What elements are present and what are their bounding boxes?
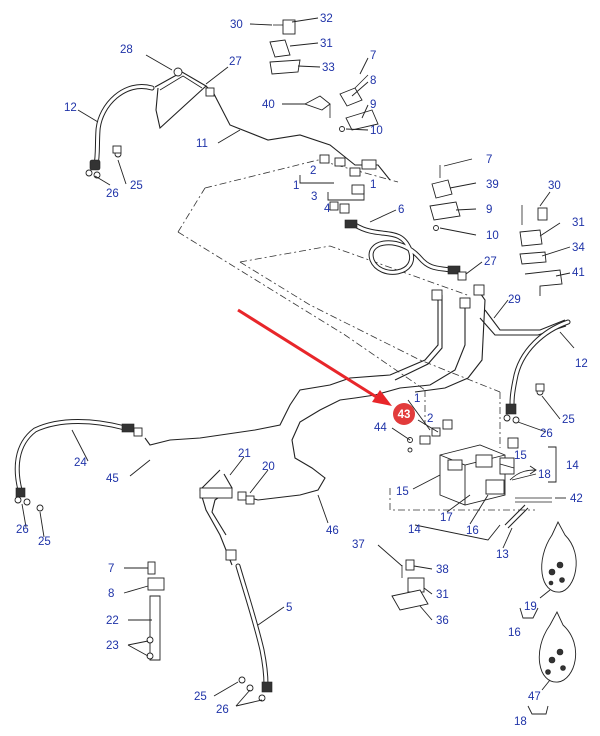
part-label[interactable]: 23 <box>106 640 119 652</box>
part-label[interactable]: 46 <box>326 525 339 537</box>
part-label[interactable]: 18 <box>538 469 551 481</box>
clamp-group-bottom-middle <box>391 559 429 611</box>
part-label[interactable]: 6 <box>398 204 404 216</box>
hose-6-coiled <box>344 219 467 281</box>
part-label[interactable]: 45 <box>106 473 119 485</box>
part-label[interactable]: 26 <box>540 428 553 440</box>
part-label[interactable]: 32 <box>320 13 333 25</box>
part-label[interactable]: 30 <box>230 19 243 31</box>
part-label[interactable]: 14 <box>408 524 421 536</box>
valve-block-assembly <box>407 419 552 529</box>
part-label[interactable]: 8 <box>108 588 114 600</box>
part-label[interactable]: 14 <box>566 460 579 472</box>
part-label[interactable]: 44 <box>374 422 387 434</box>
clamp-group-top <box>269 19 379 132</box>
part-label[interactable]: 13 <box>496 549 509 561</box>
part-label[interactable]: 20 <box>262 461 275 473</box>
fittings-group-1-4 <box>299 154 377 214</box>
part-label[interactable]: 10 <box>370 125 383 137</box>
part-label[interactable]: 3 <box>311 191 317 203</box>
part-label[interactable]: 39 <box>486 179 499 191</box>
part-label[interactable]: 26 <box>106 188 119 200</box>
kit-bag-19 <box>541 520 577 593</box>
part-label[interactable]: 16 <box>466 525 479 537</box>
part-label[interactable]: 12 <box>575 358 588 370</box>
part-label[interactable]: 19 <box>524 601 537 613</box>
part-label[interactable]: 1 <box>414 393 420 405</box>
part-label[interactable]: 15 <box>514 450 527 462</box>
pipe-21-hose-5 <box>199 469 273 702</box>
part-label[interactable]: 41 <box>572 267 585 279</box>
clamp-group-right-lower <box>519 205 563 296</box>
part-label[interactable]: 34 <box>572 242 585 254</box>
part-label[interactable]: 7 <box>486 154 492 166</box>
part-label[interactable]: 16 <box>508 627 521 639</box>
part-label[interactable]: 7 <box>108 563 114 575</box>
part-label[interactable]: 29 <box>508 294 521 306</box>
part-label[interactable]: 2 <box>427 413 433 425</box>
part-label[interactable]: 31 <box>572 217 585 229</box>
kit-bag-47 <box>538 610 577 683</box>
part-label[interactable]: 47 <box>528 691 541 703</box>
part-label[interactable]: 21 <box>238 448 251 460</box>
part-label[interactable]: 25 <box>38 536 51 548</box>
callout-43-text: 43 <box>398 409 411 421</box>
part-label[interactable]: 33 <box>322 62 335 74</box>
part-label[interactable]: 31 <box>320 38 333 50</box>
part-label[interactable]: 36 <box>436 615 449 627</box>
part-label[interactable]: 37 <box>352 539 365 551</box>
part-label[interactable]: 12 <box>64 102 77 114</box>
part-label[interactable]: 1 <box>293 180 299 192</box>
highlight-pointer-arrow <box>237 308 392 406</box>
part-label[interactable]: 26 <box>216 704 229 716</box>
clamp-group-right-upper <box>429 165 461 231</box>
part-label[interactable]: 4 <box>324 203 331 215</box>
part-label[interactable]: 25 <box>194 691 207 703</box>
callout-43[interactable]: 43 <box>393 403 415 425</box>
part-label[interactable]: 28 <box>120 44 133 56</box>
part-label[interactable]: 7 <box>370 50 376 62</box>
part-label[interactable]: 9 <box>486 204 492 216</box>
part-label[interactable]: 27 <box>484 256 497 268</box>
part-label[interactable]: 25 <box>562 414 575 426</box>
part-label[interactable]: 8 <box>370 75 376 87</box>
part-label[interactable]: 27 <box>229 56 242 68</box>
leader-lines <box>21 17 575 715</box>
part-label[interactable]: 40 <box>262 99 275 111</box>
part-number-labels: 30 32 31 33 28 27 12 11 7 8 40 9 10 26 2… <box>16 13 588 728</box>
part-label[interactable]: 25 <box>130 180 143 192</box>
part-label[interactable]: 9 <box>370 99 376 111</box>
part-label[interactable]: 31 <box>436 589 449 601</box>
part-label[interactable]: 22 <box>106 615 119 627</box>
part-label[interactable]: 30 <box>548 180 561 192</box>
pipe-11-top <box>154 67 391 181</box>
part-label[interactable]: 10 <box>486 230 499 242</box>
part-label[interactable]: 24 <box>74 457 87 469</box>
part-label[interactable]: 5 <box>286 602 292 614</box>
part-label[interactable]: 11 <box>196 138 208 150</box>
part-label[interactable]: 38 <box>436 564 449 576</box>
hose-24 <box>14 419 143 512</box>
part-label[interactable]: 17 <box>440 512 453 524</box>
main-pipe-bundle <box>144 284 567 501</box>
part-label[interactable]: 15 <box>396 486 409 498</box>
clamp-group-bottom-left <box>146 561 165 661</box>
part-label[interactable]: 18 <box>514 716 527 728</box>
part-label[interactable]: 1 <box>370 179 376 191</box>
hose-12-right <box>503 319 571 424</box>
part-label[interactable]: 2 <box>310 165 316 177</box>
part-label[interactable]: 42 <box>570 493 583 505</box>
part-label[interactable]: 26 <box>16 524 29 536</box>
